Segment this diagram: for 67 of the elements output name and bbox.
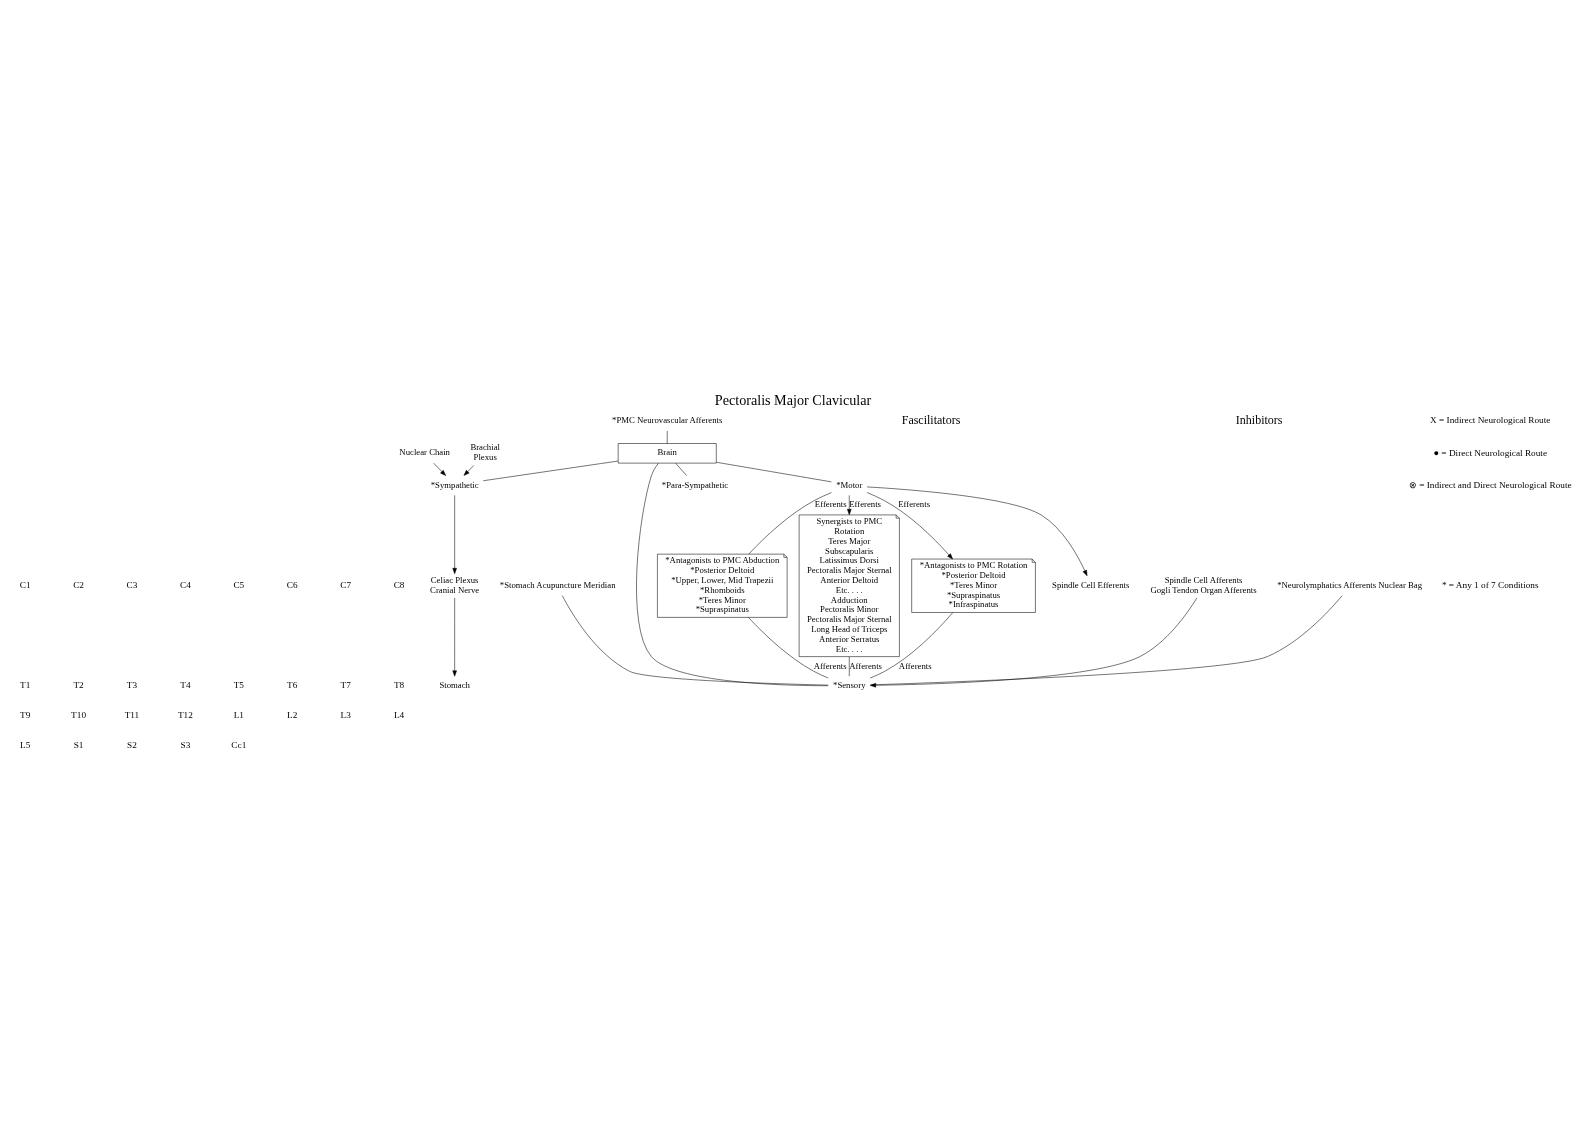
label: L5 bbox=[20, 740, 31, 751]
label: C4 bbox=[180, 580, 191, 590]
legend-label: * = Any 1 of 7 Conditions bbox=[1441, 580, 1539, 590]
diagram-title: Pectoralis Major Clavicular bbox=[714, 391, 872, 408]
label: L3 bbox=[340, 710, 351, 721]
label: Fascilitators bbox=[901, 413, 961, 428]
arrow bbox=[433, 462, 446, 476]
label: L4 bbox=[393, 710, 405, 721]
label: S3 bbox=[180, 740, 191, 751]
label: C6 bbox=[286, 580, 298, 590]
label: C8 bbox=[393, 580, 405, 590]
node-text: *Motor bbox=[836, 479, 863, 490]
node-text: Spindle Cell Efferents bbox=[1052, 579, 1130, 590]
arrow bbox=[870, 597, 1198, 688]
label: C5 bbox=[233, 580, 245, 590]
label: S2 bbox=[127, 740, 137, 751]
legend-label: ⊗ = Indirect and Direct Neurological Route bbox=[1408, 479, 1572, 490]
arrow bbox=[847, 495, 852, 515]
label: T4 bbox=[180, 680, 191, 691]
label: T2 bbox=[73, 680, 84, 691]
label: S1 bbox=[73, 740, 84, 751]
edge-label: Afferents bbox=[898, 660, 932, 671]
edge-label: Efferents bbox=[814, 499, 847, 510]
connector bbox=[636, 463, 829, 686]
arrow bbox=[452, 597, 457, 677]
arrow bbox=[866, 492, 953, 560]
node-text: Spindle Cell Afferents Gogli Tendon Organ Afferents bbox=[1150, 574, 1257, 595]
node-text: Nuclear Chain bbox=[399, 447, 450, 458]
label: C3 bbox=[126, 580, 138, 590]
label: Inhibitors bbox=[1235, 413, 1283, 428]
edge-label: Afferents bbox=[849, 660, 883, 671]
node-text: Celiac Plexus Cranial Nerve bbox=[430, 574, 480, 595]
connector bbox=[870, 595, 1343, 686]
label: C1 bbox=[19, 580, 31, 590]
label: C2 bbox=[73, 580, 84, 590]
label: T11 bbox=[124, 710, 140, 721]
node-text: *Neurolymphatics Afferents Nuclear Bag bbox=[1277, 579, 1423, 590]
label: L2 bbox=[287, 710, 298, 721]
connector bbox=[561, 595, 829, 686]
label: T9 bbox=[20, 710, 31, 721]
node-text: Brachial Plexus bbox=[470, 442, 500, 463]
node-text: Stomach bbox=[439, 680, 470, 691]
node-text: *Para-Sympathetic bbox=[661, 479, 729, 490]
label: C7 bbox=[340, 580, 352, 590]
node-text: *Sympathetic bbox=[430, 479, 479, 490]
label: T8 bbox=[393, 680, 405, 691]
node-text: *Stomach Acupuncture Meridian bbox=[499, 579, 616, 590]
label: T7 bbox=[340, 680, 351, 691]
label: T1 bbox=[20, 680, 31, 691]
label: T3 bbox=[126, 680, 138, 691]
label: T10 bbox=[71, 710, 87, 721]
edge-label: Afferents bbox=[813, 660, 847, 671]
arrow bbox=[452, 495, 457, 574]
edge-label: Efferents bbox=[849, 499, 881, 510]
node-box: Brain bbox=[617, 443, 717, 464]
edge-label: Efferents bbox=[898, 499, 931, 510]
legend-label: ● = Direct Neurological Route bbox=[1433, 447, 1548, 458]
label: T6 bbox=[287, 680, 298, 691]
label: L1 bbox=[233, 710, 244, 721]
node-text: *PMC Neurovascular Afferents bbox=[612, 415, 723, 426]
node-text: *Sensory bbox=[833, 680, 866, 691]
legend-label: X = Indirect Neurological Route bbox=[1430, 415, 1551, 426]
label: Cc1 bbox=[231, 740, 247, 751]
arrow bbox=[463, 465, 475, 476]
label: T5 bbox=[233, 680, 244, 691]
arrow bbox=[866, 486, 1088, 577]
label: T12 bbox=[177, 710, 193, 721]
